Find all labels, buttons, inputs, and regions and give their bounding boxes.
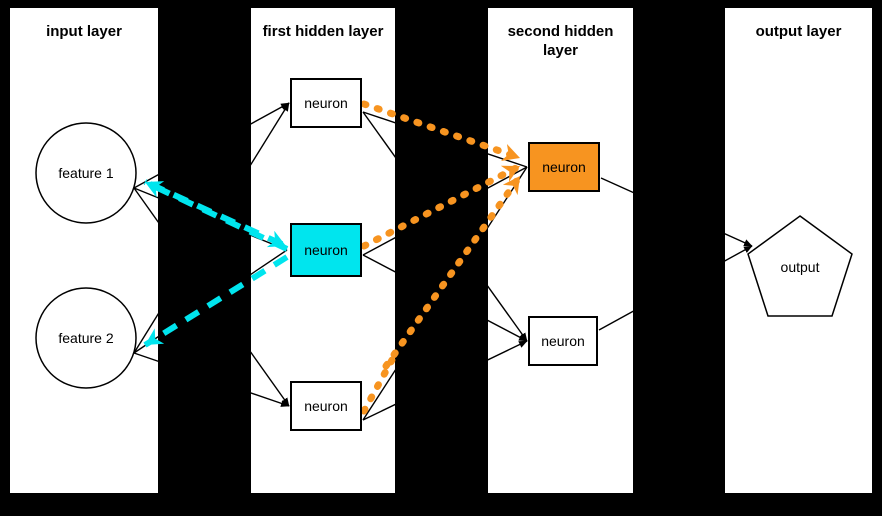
label-hidden2-neuron-1: neuron: [542, 159, 586, 175]
panel-second-hidden-layer: [488, 8, 633, 493]
label-hidden2-neuron-2: neuron: [541, 333, 585, 349]
title-output-layer: output layer: [755, 23, 842, 40]
label-hidden1-neuron-3: neuron: [304, 398, 348, 414]
label-hidden1-neuron-1: neuron: [304, 95, 348, 111]
node-hidden2-neuron-2[interactable]: neuron: [528, 316, 598, 366]
title-second-hidden-layer: second hidden layer: [507, 23, 614, 59]
panel-output-layer: [725, 8, 872, 493]
node-hidden1-neuron-1[interactable]: neuron: [290, 78, 362, 128]
title-input-layer: input layer: [46, 23, 122, 40]
label-hidden1-neuron-2: neuron: [304, 242, 348, 258]
panel-input-layer: [10, 8, 158, 493]
title-first-hidden-layer: first hidden layer: [262, 23, 384, 40]
node-hidden2-neuron-1[interactable]: neuron: [528, 142, 600, 192]
node-hidden1-neuron-2[interactable]: neuron: [290, 223, 362, 277]
node-hidden1-neuron-3[interactable]: neuron: [290, 381, 362, 431]
